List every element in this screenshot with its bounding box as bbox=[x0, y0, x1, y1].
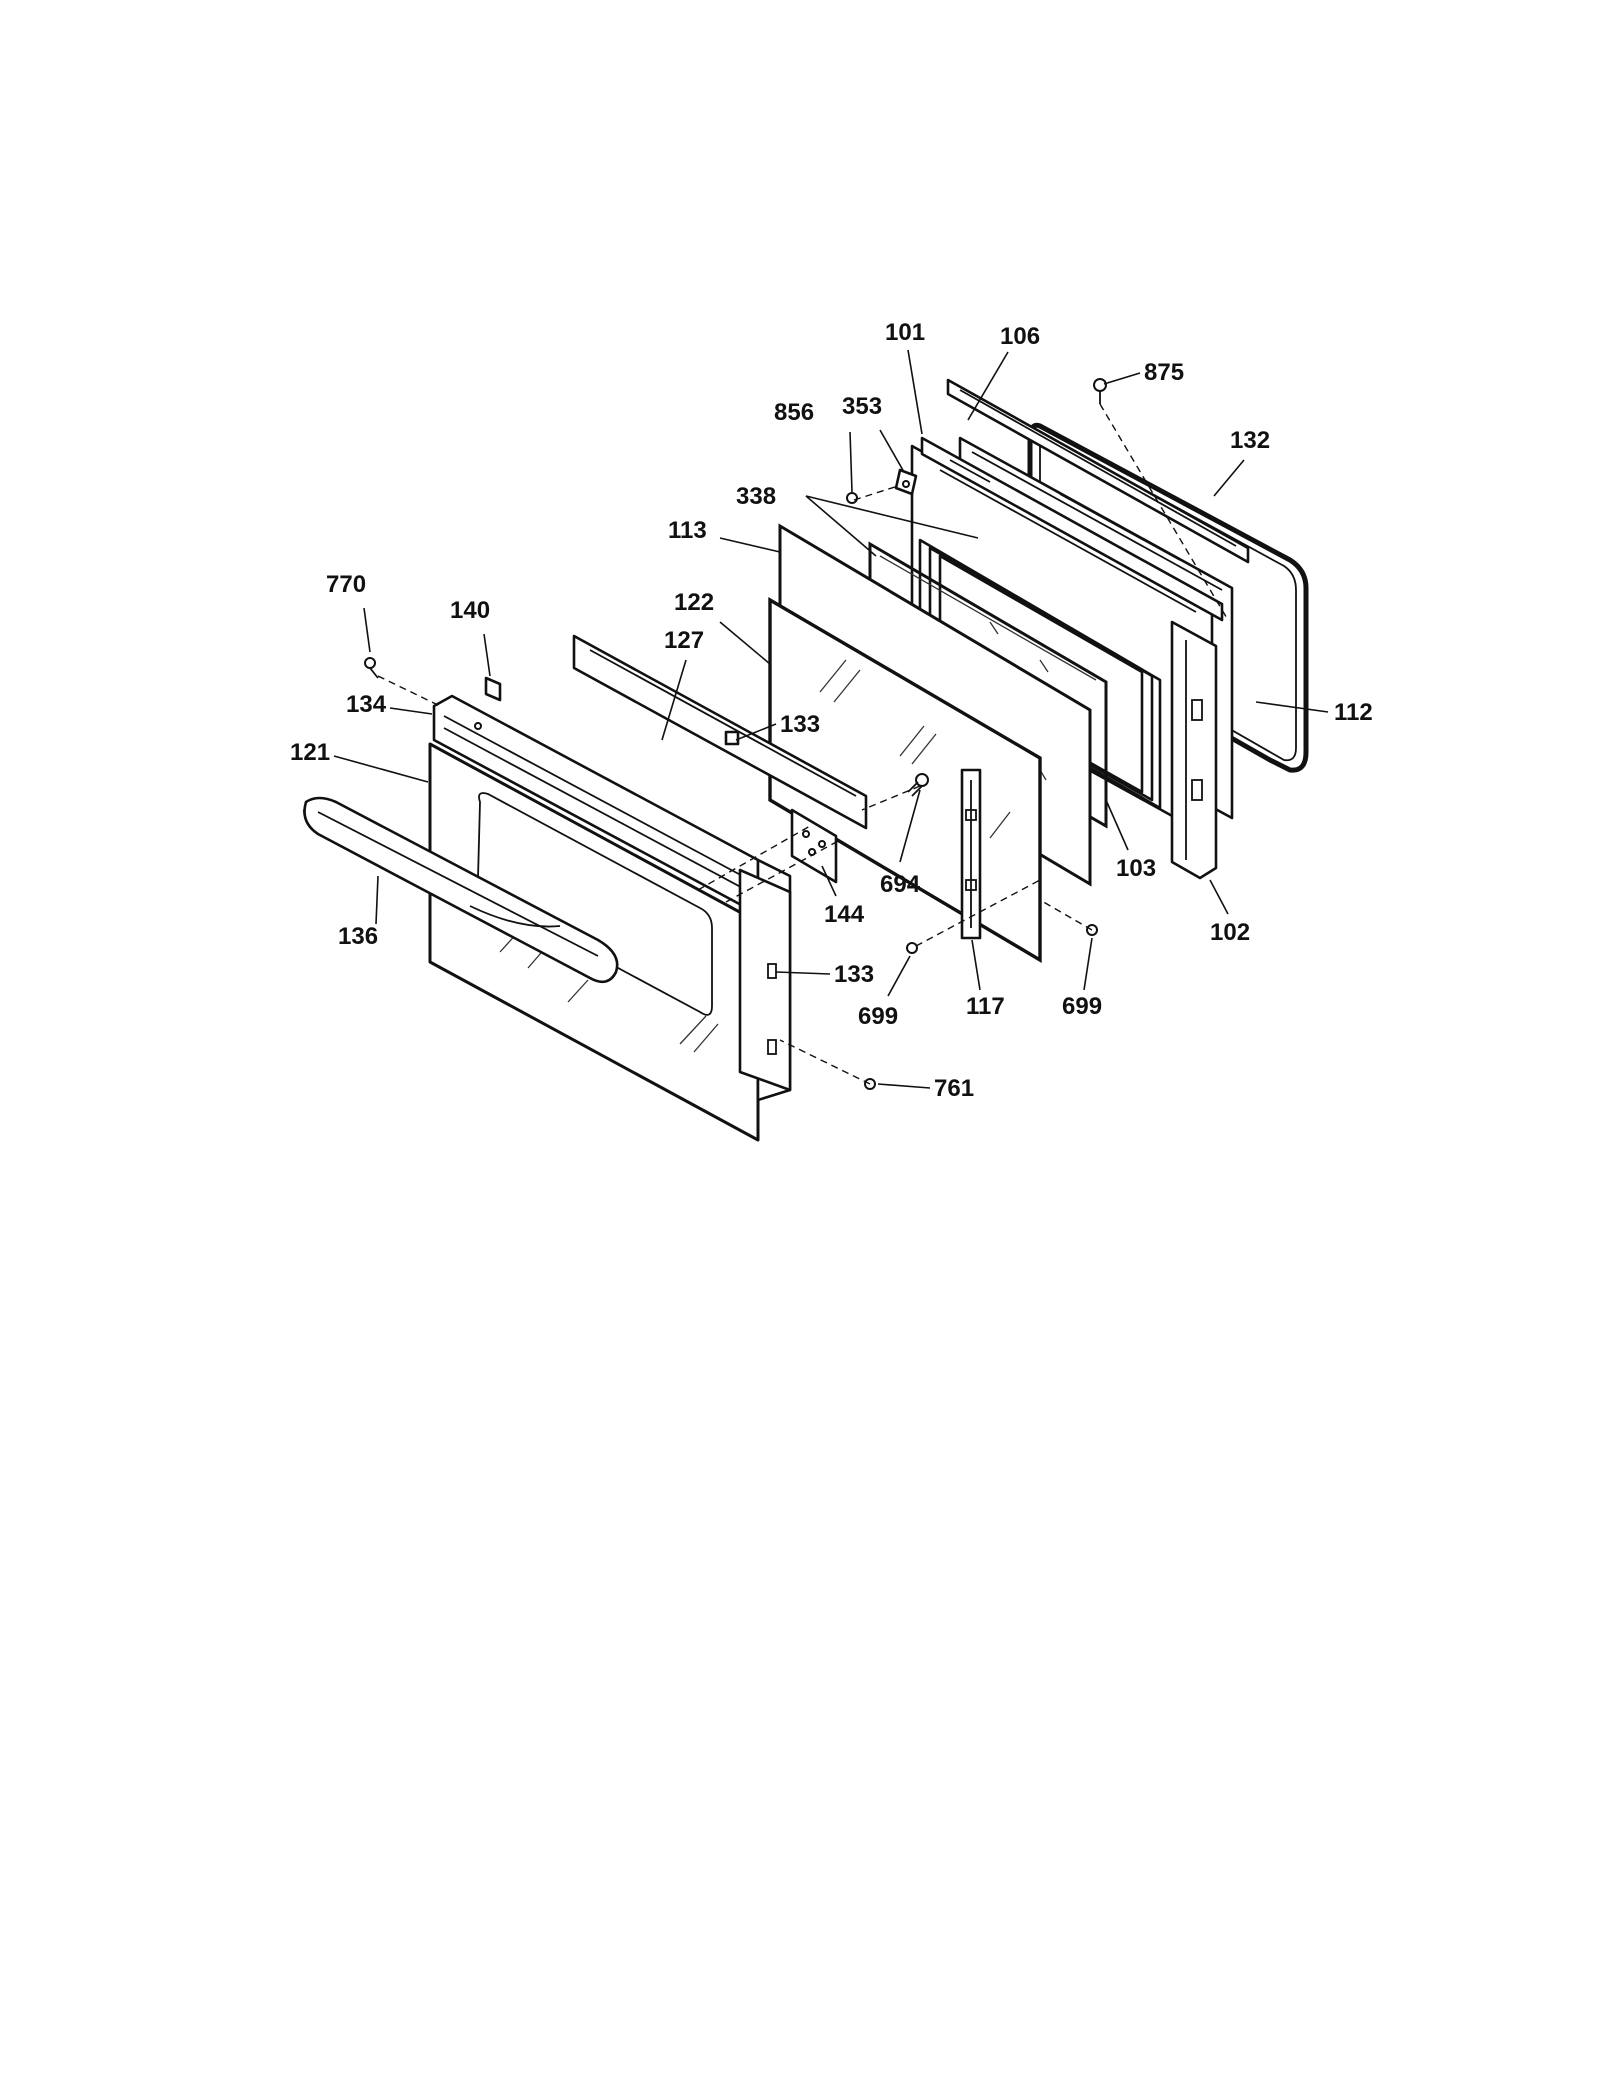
door-side-frame bbox=[1170, 620, 1218, 880]
callout-113: 113 bbox=[668, 517, 707, 544]
callout-103: 103 bbox=[1116, 855, 1156, 882]
callout-132: 132 bbox=[1230, 427, 1270, 454]
door-handle bbox=[303, 796, 619, 984]
callout-875: 875 bbox=[1144, 359, 1184, 386]
vertical-support-channel bbox=[960, 768, 982, 940]
callout-112: 112 bbox=[1334, 699, 1373, 726]
callout-144: 144 bbox=[824, 901, 865, 928]
callout-699-right: 699 bbox=[1062, 993, 1102, 1020]
screw-699-left bbox=[906, 942, 918, 954]
screw-770 bbox=[364, 657, 379, 679]
callout-136: 136 bbox=[338, 923, 378, 950]
callout-102: 102 bbox=[1210, 919, 1250, 946]
heat-shield-clip bbox=[484, 676, 502, 702]
top-door-trim bbox=[432, 694, 760, 916]
callout-121: 121 bbox=[290, 739, 330, 766]
callout-106: 106 bbox=[1000, 323, 1040, 350]
callout-labels: 101 106 875 856 353 132 338 113 770 140 … bbox=[290, 319, 1373, 1102]
callout-338: 338 bbox=[736, 483, 776, 510]
top-vent-trim bbox=[946, 378, 1250, 564]
callout-122: 122 bbox=[674, 589, 714, 616]
bracket-353 bbox=[894, 468, 918, 496]
screw-875 bbox=[1093, 378, 1107, 404]
callout-770: 770 bbox=[326, 571, 366, 598]
callout-694: 694 bbox=[880, 871, 921, 898]
inner-door-liner bbox=[910, 436, 1224, 840]
callout-101: 101 bbox=[885, 319, 925, 346]
assembly-lines bbox=[377, 403, 1229, 1085]
hinge-bracket bbox=[790, 808, 838, 884]
callout-133-bottom: 133 bbox=[834, 961, 874, 988]
callout-761: 761 bbox=[934, 1075, 974, 1102]
callout-699-left: 699 bbox=[858, 1003, 898, 1030]
callout-127: 127 bbox=[664, 627, 704, 654]
callout-117: 117 bbox=[966, 993, 1005, 1020]
screw-694 bbox=[907, 773, 929, 797]
callout-856: 856 bbox=[774, 399, 814, 426]
callout-140: 140 bbox=[450, 597, 490, 624]
callout-133-top: 133 bbox=[780, 711, 820, 738]
callout-134: 134 bbox=[346, 691, 387, 718]
leader-lines bbox=[333, 349, 1329, 1089]
callout-353: 353 bbox=[842, 393, 882, 420]
glass-support-channel bbox=[572, 634, 868, 830]
screw-856 bbox=[846, 492, 858, 504]
